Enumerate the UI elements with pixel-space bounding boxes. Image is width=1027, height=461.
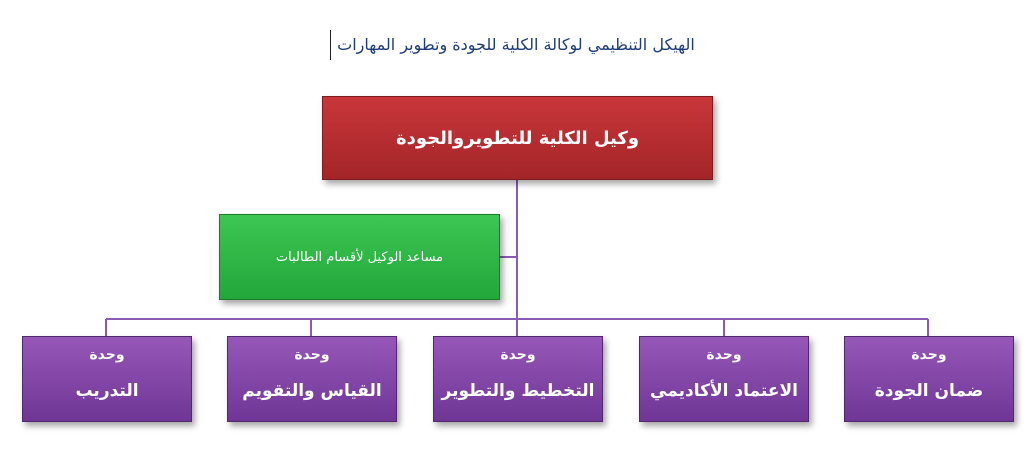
unit-box-measurement: وحدة القياس والتقويم: [227, 336, 397, 422]
dean-label: وكيل الكلية للتطويروالجودة: [395, 127, 640, 149]
unit-word: وحدة: [294, 347, 330, 363]
dean-box: وكيل الكلية للتطويروالجودة: [322, 96, 713, 180]
unit-name: الاعتماد الأكاديمي: [650, 381, 798, 401]
assistant-box: مساعد الوكيل لأقسام الطالبات: [219, 214, 500, 300]
unit-name: التدريب: [75, 381, 139, 401]
unit-word: وحدة: [706, 347, 742, 363]
unit-name: القياس والتقويم: [242, 381, 382, 401]
unit-name: التخطيط والتطوير: [441, 381, 595, 401]
unit-word: وحدة: [500, 347, 536, 363]
unit-box-training: وحدة التدريب: [22, 336, 192, 422]
unit-box-quality: وحدة ضمان الجودة: [844, 336, 1014, 422]
unit-box-accreditation: وحدة الاعتماد الأكاديمي: [639, 336, 809, 422]
assistant-label: مساعد الوكيل لأقسام الطالبات: [275, 249, 444, 265]
unit-word: وحدة: [89, 347, 125, 363]
chart-title: الهيكل التنظيمي لوكالة الكلية للجودة وتط…: [330, 30, 701, 60]
unit-box-planning: وحدة التخطيط والتطوير: [433, 336, 603, 422]
unit-name: ضمان الجودة: [874, 381, 984, 401]
unit-word: وحدة: [911, 347, 947, 363]
